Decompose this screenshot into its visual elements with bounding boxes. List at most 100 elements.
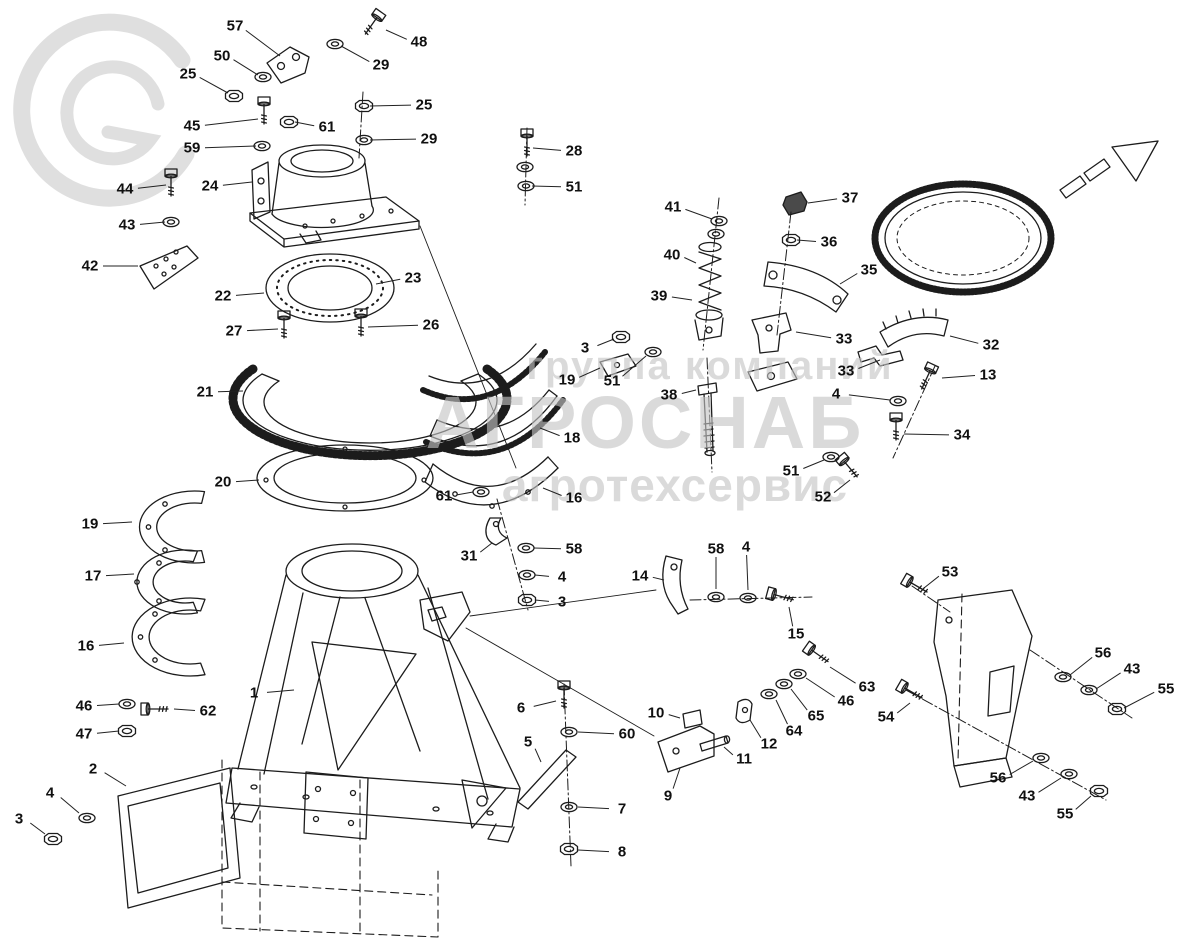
callout-label-4: 4 [742,539,751,556]
bolt-glyph [764,586,796,607]
callout-47: 47 [76,724,137,743]
callout-25: 25 [354,97,433,114]
part-clamp-33 [751,312,792,354]
callout-label-62: 62 [200,703,217,720]
callout-label-8: 8 [618,844,626,861]
washer-glyph [355,134,373,146]
part-link-assembly-9-12 [657,698,753,773]
callout-label-51: 51 [566,179,583,196]
callout-label-27: 27 [226,323,243,340]
callout-label-11: 11 [736,751,752,768]
callout-58: 58 [517,541,583,558]
callout-39: 39 [651,288,693,305]
washer-glyph [1080,684,1098,696]
callout-label-58: 58 [566,541,583,558]
callout-50: 50 [214,48,272,83]
callout-53: 53 [900,564,959,598]
part-plate-2 [117,767,241,909]
callout-label-65: 65 [808,708,825,725]
callout-6: 6 [517,680,571,717]
callout-4: 4 [832,386,907,407]
callout-51: 51 [783,451,840,480]
nut-glyph [117,724,137,738]
callout-label-21: 21 [197,384,214,401]
callout-label-34: 34 [954,427,971,444]
callout-label-16: 16 [566,490,583,507]
washer-glyph [789,668,807,680]
part-gear-ring-21 [228,364,512,461]
callout-label-64: 64 [786,723,803,740]
callout-9: 9 [664,767,681,805]
bolt-glyph [354,308,368,337]
callout-label-57: 57 [227,18,244,35]
bolt-glyph [164,168,178,197]
callout-label-42: 42 [82,258,99,275]
callout-label-19: 19 [559,372,576,389]
callout-label-33: 33 [836,331,853,348]
callout-label-39: 39 [651,288,668,305]
nut-glyph [1107,702,1127,716]
part-strap-14 [662,555,689,615]
assembly-lines [419,225,657,737]
callout-label-2: 2 [89,761,97,778]
callout-label-51: 51 [783,463,800,480]
callout-label-37: 37 [842,190,859,207]
nut-glyph [517,593,537,607]
callout-label-45: 45 [184,118,201,135]
callout-label-53: 53 [942,564,959,581]
part-plate-42 [139,245,199,290]
callout-36: 36 [781,234,837,251]
callout-label-43: 43 [119,217,136,234]
washer-glyph [326,38,344,50]
washer-glyph [253,140,271,152]
callout-43: 43 [119,217,180,234]
callout-label-1: 1 [250,685,258,702]
callout-58: 58 [707,541,725,603]
callout-label-61: 61 [319,119,336,136]
nut-glyph [559,842,579,856]
callout-14: 14 [632,568,665,585]
part-arc-segment-16-left [131,597,206,677]
callout-19: 19 [82,516,133,533]
callout-17: 17 [85,568,135,585]
callout-33: 33 [838,359,881,380]
part-ring-gear-right [871,180,1055,296]
callout-16: 16 [542,487,583,507]
part-rod-5 [517,749,577,810]
part-gear-segment-32 [879,308,949,348]
bolt-glyph [277,310,291,339]
callout-label-25: 25 [416,97,433,114]
callout-51: 51 [604,346,662,390]
part-small-plate-mid [599,353,637,377]
callout-28: 28 [520,128,582,160]
callout-2: 2 [89,761,127,787]
callout-11: 11 [723,746,752,768]
washer-glyph [472,486,490,498]
callout-4: 4 [46,785,96,824]
callout-label-56: 56 [1095,645,1112,662]
bolt-glyph [140,702,169,716]
callout-42: 42 [82,258,138,275]
callout-label-18: 18 [564,430,581,447]
callout-label-4: 4 [558,569,567,586]
part-arc-segment-17 [134,549,199,615]
callout-label-10: 10 [648,705,665,722]
callout-31: 31 [461,542,493,565]
callout-label-54: 54 [878,709,895,726]
callout-label-29: 29 [421,131,438,148]
callout-37: 37 [807,190,859,207]
callout-10: 10 [648,705,681,722]
callout-21: 21 [197,384,244,401]
callout-4: 4 [739,539,757,604]
callout-label-58: 58 [708,541,725,558]
callout-label-32: 32 [983,337,1000,354]
washer-glyph [1060,768,1078,780]
callout-label-46: 46 [76,698,93,715]
washer-glyph [739,592,757,604]
callout-label-38: 38 [661,387,678,404]
callout-61: 61 [279,115,336,136]
part-stand-right [933,589,1033,788]
callout-label-3: 3 [15,811,23,828]
bolt-glyph [520,128,534,157]
